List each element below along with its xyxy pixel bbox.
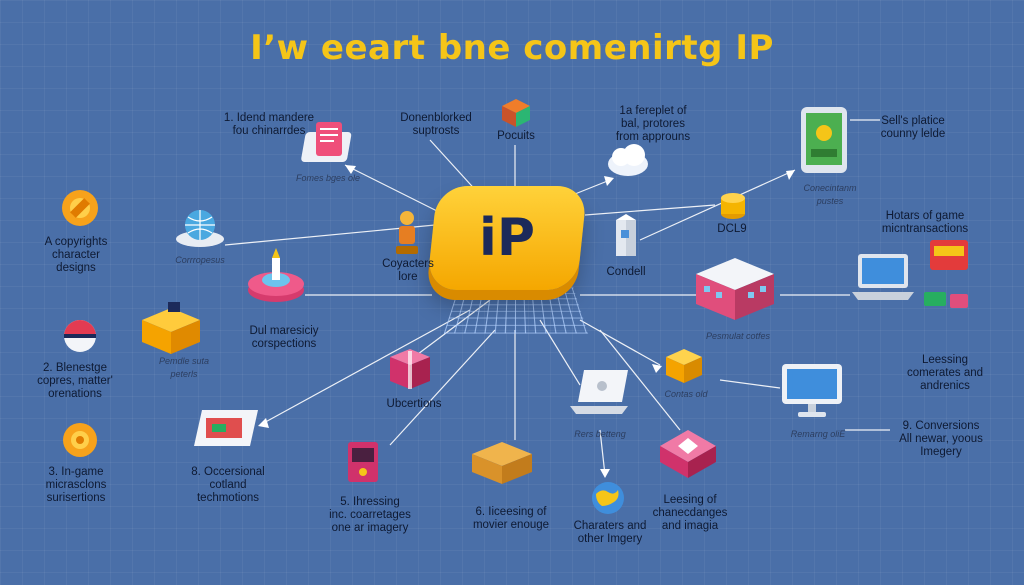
label-top-left-list: 1. Idend mandere fou chinarrdes	[210, 112, 328, 138]
building-icon	[692, 254, 778, 328]
monitor-icon	[778, 360, 850, 422]
label-characters-lore: Coyacters lore	[372, 258, 444, 284]
label-ubcertions: Ubcertions	[376, 398, 452, 411]
caption-building: Pesmulat cotfes	[694, 330, 782, 343]
caption-blocks: Pemdle suta peterls	[148, 355, 220, 381]
ip-hub[interactable]: iP	[427, 186, 588, 290]
stacked-blocks-icon	[138, 300, 204, 360]
label-licensing-movie: 6. Iiceesing of movier enouge	[456, 506, 566, 532]
gift-box-icon	[388, 345, 432, 391]
caption-monitor: Remarng oliE	[778, 428, 858, 441]
diamond-card-icon	[656, 426, 720, 482]
label-copyrights: A copyrights character designs	[28, 236, 124, 275]
caption-far-top-right: Conecintanm pustes	[790, 182, 870, 208]
stacked-disc-icon	[244, 244, 310, 306]
cloud-icon	[604, 140, 652, 180]
label-occersional: 8. Occersional cotland techmotions	[178, 466, 278, 505]
caption-contas-old: Contas old	[654, 388, 718, 401]
label-pocuits: Pocuits	[488, 130, 544, 143]
card-reader-icon	[192, 406, 260, 454]
arrow-characters-other	[600, 469, 610, 478]
label-leesing-images: Leesing of chanecdanges and imagia	[640, 494, 740, 533]
link-dcl-upper	[585, 205, 715, 215]
tablet-icon	[797, 105, 853, 181]
caption-top-left: Fomes bges ole	[288, 172, 368, 185]
game-cards-icon	[920, 236, 972, 316]
character-figure-icon	[390, 210, 424, 256]
label-condell: Condell	[596, 266, 656, 279]
ball-icon	[60, 316, 100, 356]
link-monitor	[720, 380, 780, 388]
box-icon	[500, 97, 532, 129]
label-games-hours: Hotars of game micntransactions	[870, 210, 980, 236]
laptop-apple-icon	[568, 368, 634, 418]
globe-icon	[174, 205, 226, 249]
coin-stack-icon	[718, 188, 748, 220]
link-contas	[580, 320, 660, 365]
label-increasing: 5. Ihressing inc. coarretages one ar ima…	[314, 496, 426, 535]
arrow-far-top-right	[786, 170, 795, 180]
caption-globe: Corrropesus	[162, 254, 238, 267]
label-dcl: DCL9	[704, 223, 760, 236]
arrow-contas	[652, 364, 662, 373]
label-licensing-right: Leessing comerates and andrenics	[890, 354, 1000, 393]
label-dui: Dul maresiciy corspections	[228, 325, 340, 351]
caption-laptop: Rers betteng	[560, 428, 640, 441]
label-top-mid: Donenblorked suptrosts	[392, 112, 480, 138]
hub-grid-base	[444, 288, 588, 334]
label-in-game: 3. In-game micrasclons surisertions	[26, 466, 126, 505]
label-top-right: 1a fereplet of bal, protores from approu…	[598, 105, 708, 144]
arcade-machine-icon	[342, 438, 384, 486]
label-conversions: 9. Conversions All newar, yoous Imegery	[888, 420, 994, 459]
label-blenestge: 2. Blenestge copres, matter' orenations	[22, 362, 128, 401]
ip-hub-label: iP	[479, 208, 535, 268]
trophy-pillar-icon	[612, 214, 640, 260]
gear-badge-icon	[58, 186, 102, 230]
orange-orb-icon	[60, 420, 100, 460]
package-icon	[664, 345, 704, 385]
label-far-top-right: Sell's platice counny lelde	[858, 115, 968, 141]
laptop-icon	[850, 248, 918, 308]
earth-globe-icon	[588, 478, 628, 518]
wooden-crate-icon	[470, 438, 534, 486]
